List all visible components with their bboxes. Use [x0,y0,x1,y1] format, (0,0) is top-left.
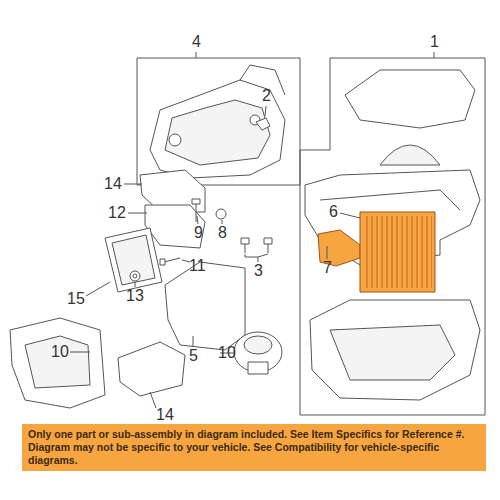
callout-number: 10 [218,344,236,362]
callout-number: 5 [189,347,198,365]
callout-number: 12 [108,204,126,222]
callout-number: 6 [329,203,338,221]
callout-number: 13 [126,287,144,305]
callout-number: 2 [262,87,271,105]
callout-number: 7 [323,259,332,277]
callout-number: 15 [67,290,85,308]
callout-number: 11 [189,257,206,275]
callout-number: 4 [192,33,201,51]
callout-number: 1 [430,33,439,51]
callout-number: 9 [194,224,203,242]
notice-band: Only one part or sub-assembly in diagram… [22,424,486,471]
callout-number: 14 [156,406,174,424]
callout-number: 10 [51,343,69,361]
callout-number: 8 [218,224,227,242]
notice-text: Only one part or sub-assembly in diagram… [28,428,480,467]
callout-number: 3 [254,262,263,280]
callout-number: 14 [104,175,122,193]
